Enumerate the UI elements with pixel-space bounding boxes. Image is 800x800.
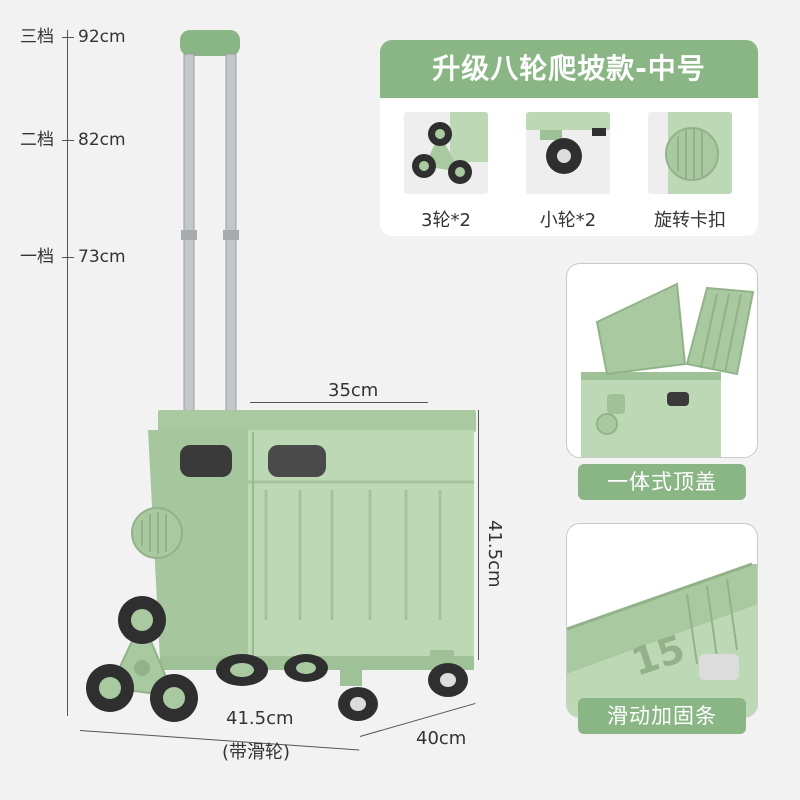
- tri-wheel-cluster: [86, 596, 198, 722]
- gear-height-value: 73cm: [78, 247, 126, 267]
- gear-label: 一档: [20, 247, 54, 267]
- height-scale-line: [67, 30, 68, 716]
- gear-label: 二档: [20, 130, 54, 150]
- cart-illustration: [86, 30, 476, 722]
- gear-height-value: 82cm: [78, 130, 126, 150]
- top-width-guide: [250, 402, 428, 403]
- top-width-label: 35cm: [328, 380, 379, 401]
- caster-wheel: [428, 650, 468, 697]
- height-level-2: 二档 82cm: [20, 125, 126, 150]
- tri-wheel-icon: [404, 112, 488, 194]
- bottom-width-guide: [79, 730, 360, 751]
- feature-tri-wheel: 3轮*2: [404, 112, 488, 232]
- cart-lid: [158, 410, 476, 432]
- height-level-3: 三档 92cm: [20, 22, 126, 47]
- feature-small-wheel: 小轮*2: [526, 112, 610, 232]
- bottom-width-label: 41.5cm: [226, 708, 294, 729]
- feature-label: 小轮*2: [539, 210, 597, 231]
- telescopic-handle: [180, 30, 240, 415]
- panel-title: 升级八轮爬坡款-中号: [380, 40, 758, 98]
- center-wheel: [216, 654, 268, 686]
- gear-height-value: 92cm: [78, 27, 126, 47]
- caster-wheel: [338, 670, 378, 721]
- bottom-width-note: (带滑轮): [222, 742, 291, 763]
- detail-label-lid: 一体式顶盖: [578, 464, 746, 500]
- feature-label: 旋转卡扣: [654, 210, 726, 231]
- height-label: 41.5cm: [484, 520, 505, 588]
- gear-label: 三档: [20, 27, 54, 47]
- rotary-buckle-icon: [648, 112, 732, 194]
- feature-label: 3轮*2: [421, 210, 471, 231]
- cart-side-panel: [148, 430, 248, 660]
- center-wheel: [284, 654, 328, 682]
- grip-hole: [268, 445, 326, 477]
- grip-hole: [180, 445, 232, 477]
- detail-label-strip: 滑动加固条: [578, 698, 746, 734]
- feature-panel: 升级八轮爬坡款-中号 3轮*2 小轮*2: [380, 40, 758, 236]
- detail-card-lid: [566, 263, 758, 458]
- small-wheel-icon: [526, 112, 610, 194]
- feature-rotary-buckle: 旋转卡扣: [648, 112, 732, 232]
- detail-card-strip: 15: [566, 523, 758, 718]
- height-level-1: 一档 73cm: [20, 242, 126, 267]
- height-guide: [478, 410, 479, 660]
- depth-label: 40cm: [416, 728, 467, 749]
- strip-detail-illustration: 15: [567, 562, 757, 717]
- lid-detail-illustration: [581, 282, 755, 457]
